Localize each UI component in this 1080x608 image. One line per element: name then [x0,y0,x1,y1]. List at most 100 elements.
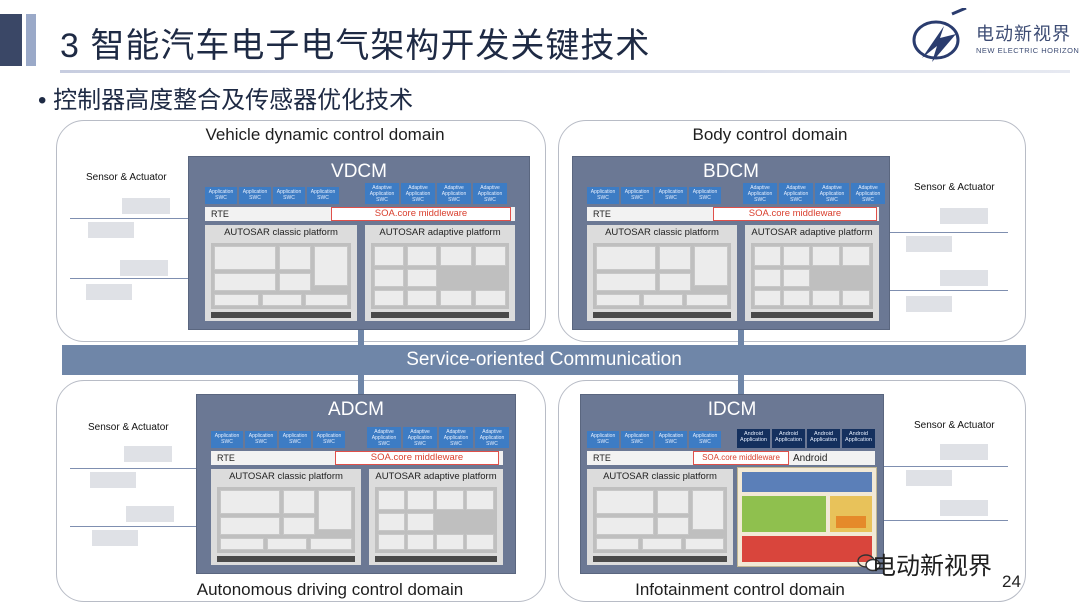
adaptive-app-block: Adaptive Application SWC [367,427,401,448]
module-cell [279,273,311,291]
adaptive-platform-title: AUTOSAR adaptive platform [379,227,501,238]
microcontroller-strip [217,556,355,562]
section-subtitle: • 控制器高度整合及传感器优化技术 [38,87,414,114]
idcm-bus-link [738,374,744,394]
idcm-domain-label: Infotainment control domain [635,580,845,599]
android-app-row: Android Application Android Application … [737,429,875,448]
classic-module-grid [593,487,727,553]
classic-app-row: Application SWC Application SWC Applicat… [587,431,721,448]
app-swc-block: Application SWC [313,431,345,448]
module-cell [407,269,437,287]
sensor-bus-line [70,468,196,469]
module-cell [283,517,315,535]
sensor-bus-line [890,290,1008,291]
adcm-domain-label: Autonomous driving control domain [196,580,464,599]
classic-platform: AUTOSAR classic platform [587,469,733,565]
adaptive-module-grid [375,487,497,553]
classic-platform-title: AUTOSAR classic platform [603,471,717,482]
classic-app-row: Application SWC Application SWC Applicat… [587,187,721,204]
module-cell [466,534,494,550]
app-swc-block: Application SWC [307,187,339,204]
header-accent-bar-light [26,14,36,66]
module-cell [407,246,437,266]
adaptive-app-block: Adaptive Application SWC [743,183,777,204]
module-cell [596,246,656,270]
module-cell [440,246,472,266]
module-cell [220,538,264,550]
page-number: 24 [1002,572,1021,591]
app-swc-block: Application SWC [655,187,687,204]
sensor-bus-line [884,520,1008,521]
linux-kernel-block [742,536,872,562]
android-software-stack [737,467,877,567]
classic-app-row: Application SWC Application SWC Applicat… [205,187,339,204]
sensor-bus-line [70,278,188,279]
sensor-node [906,470,952,486]
sensor-node [940,270,988,286]
idcm-ecu: IDCM Application SWC Application SWC App… [580,394,884,574]
vdcm-ecu-title: VDCM [331,161,387,182]
sensor-node [126,506,174,522]
adaptive-app-block: Adaptive Application SWC [365,183,399,204]
module-cell [685,538,724,550]
wechat-icon [857,554,881,572]
app-swc-block: Application SWC [205,187,237,204]
app-swc-block: Application SWC [689,431,721,448]
sensor-node [120,260,168,276]
module-cell [596,538,639,550]
sensor-node [906,296,952,312]
module-cell [267,538,307,550]
sensor-node [940,444,988,460]
page-title: 3 智能汽车电子电气架构开发关键技术 [60,27,651,65]
application-framework-row [742,472,872,492]
module-cell [407,513,434,531]
module-cell [754,269,781,287]
adaptive-app-block: Adaptive Application SWC [473,183,507,204]
adcm-ecu: ADCM Application SWC Application SWC App… [196,394,516,574]
soa-middleware-box: SOA.core middleware [693,451,789,465]
libraries-block [742,496,826,532]
module-cell [262,294,302,306]
module-cell [475,246,506,266]
vdcm-ecu: VDCM Application SWC Application SWC App… [188,156,530,330]
sensor-bus-line [890,232,1008,233]
module-cell [657,490,689,514]
adcm-sensor-actuator-label: Sensor & Actuator [88,422,169,433]
module-cell [659,246,691,270]
classic-app-row: Application SWC Application SWC Applicat… [211,431,345,448]
module-cell [214,273,276,291]
module-cell [407,534,434,550]
module-cell [310,538,352,550]
app-swc-block: Application SWC [239,187,271,204]
hardware-strip [375,556,497,562]
brand-logo-icon [912,8,967,62]
watermark-text: 电动新视界 [872,553,992,580]
adaptive-app-block: Adaptive Application SWC [401,183,435,204]
module-cell [436,534,464,550]
bdcm-bus-link [738,330,744,346]
module-cell [475,290,506,306]
module-cell [214,294,259,306]
app-swc-block: Application SWC [273,187,305,204]
classic-platform: AUTOSAR classic platform [587,225,737,321]
adaptive-app-block: Adaptive Application SWC [475,427,509,448]
sensor-node [940,208,988,224]
bdcm-domain-label: Body control domain [692,125,848,144]
module-cell [220,490,280,514]
adaptive-app-block: Adaptive Application SWC [815,183,849,204]
module-cell [374,246,404,266]
module-cell [407,290,437,306]
hardware-strip [751,312,873,318]
module-cell [466,490,494,510]
module-cell [783,246,810,266]
microcontroller-strip [211,312,351,318]
adaptive-app-block: Adaptive Application SWC [403,427,437,448]
module-cell [440,290,472,306]
module-cell [214,246,276,270]
android-app-block: Android Application [737,429,770,448]
app-swc-block: Application SWC [587,187,619,204]
adaptive-app-row: Adaptive Application SWC Adaptive Applic… [743,183,885,204]
idcm-ecu-title: IDCM [707,399,757,420]
module-cell [305,294,348,306]
module-cell [783,290,810,306]
